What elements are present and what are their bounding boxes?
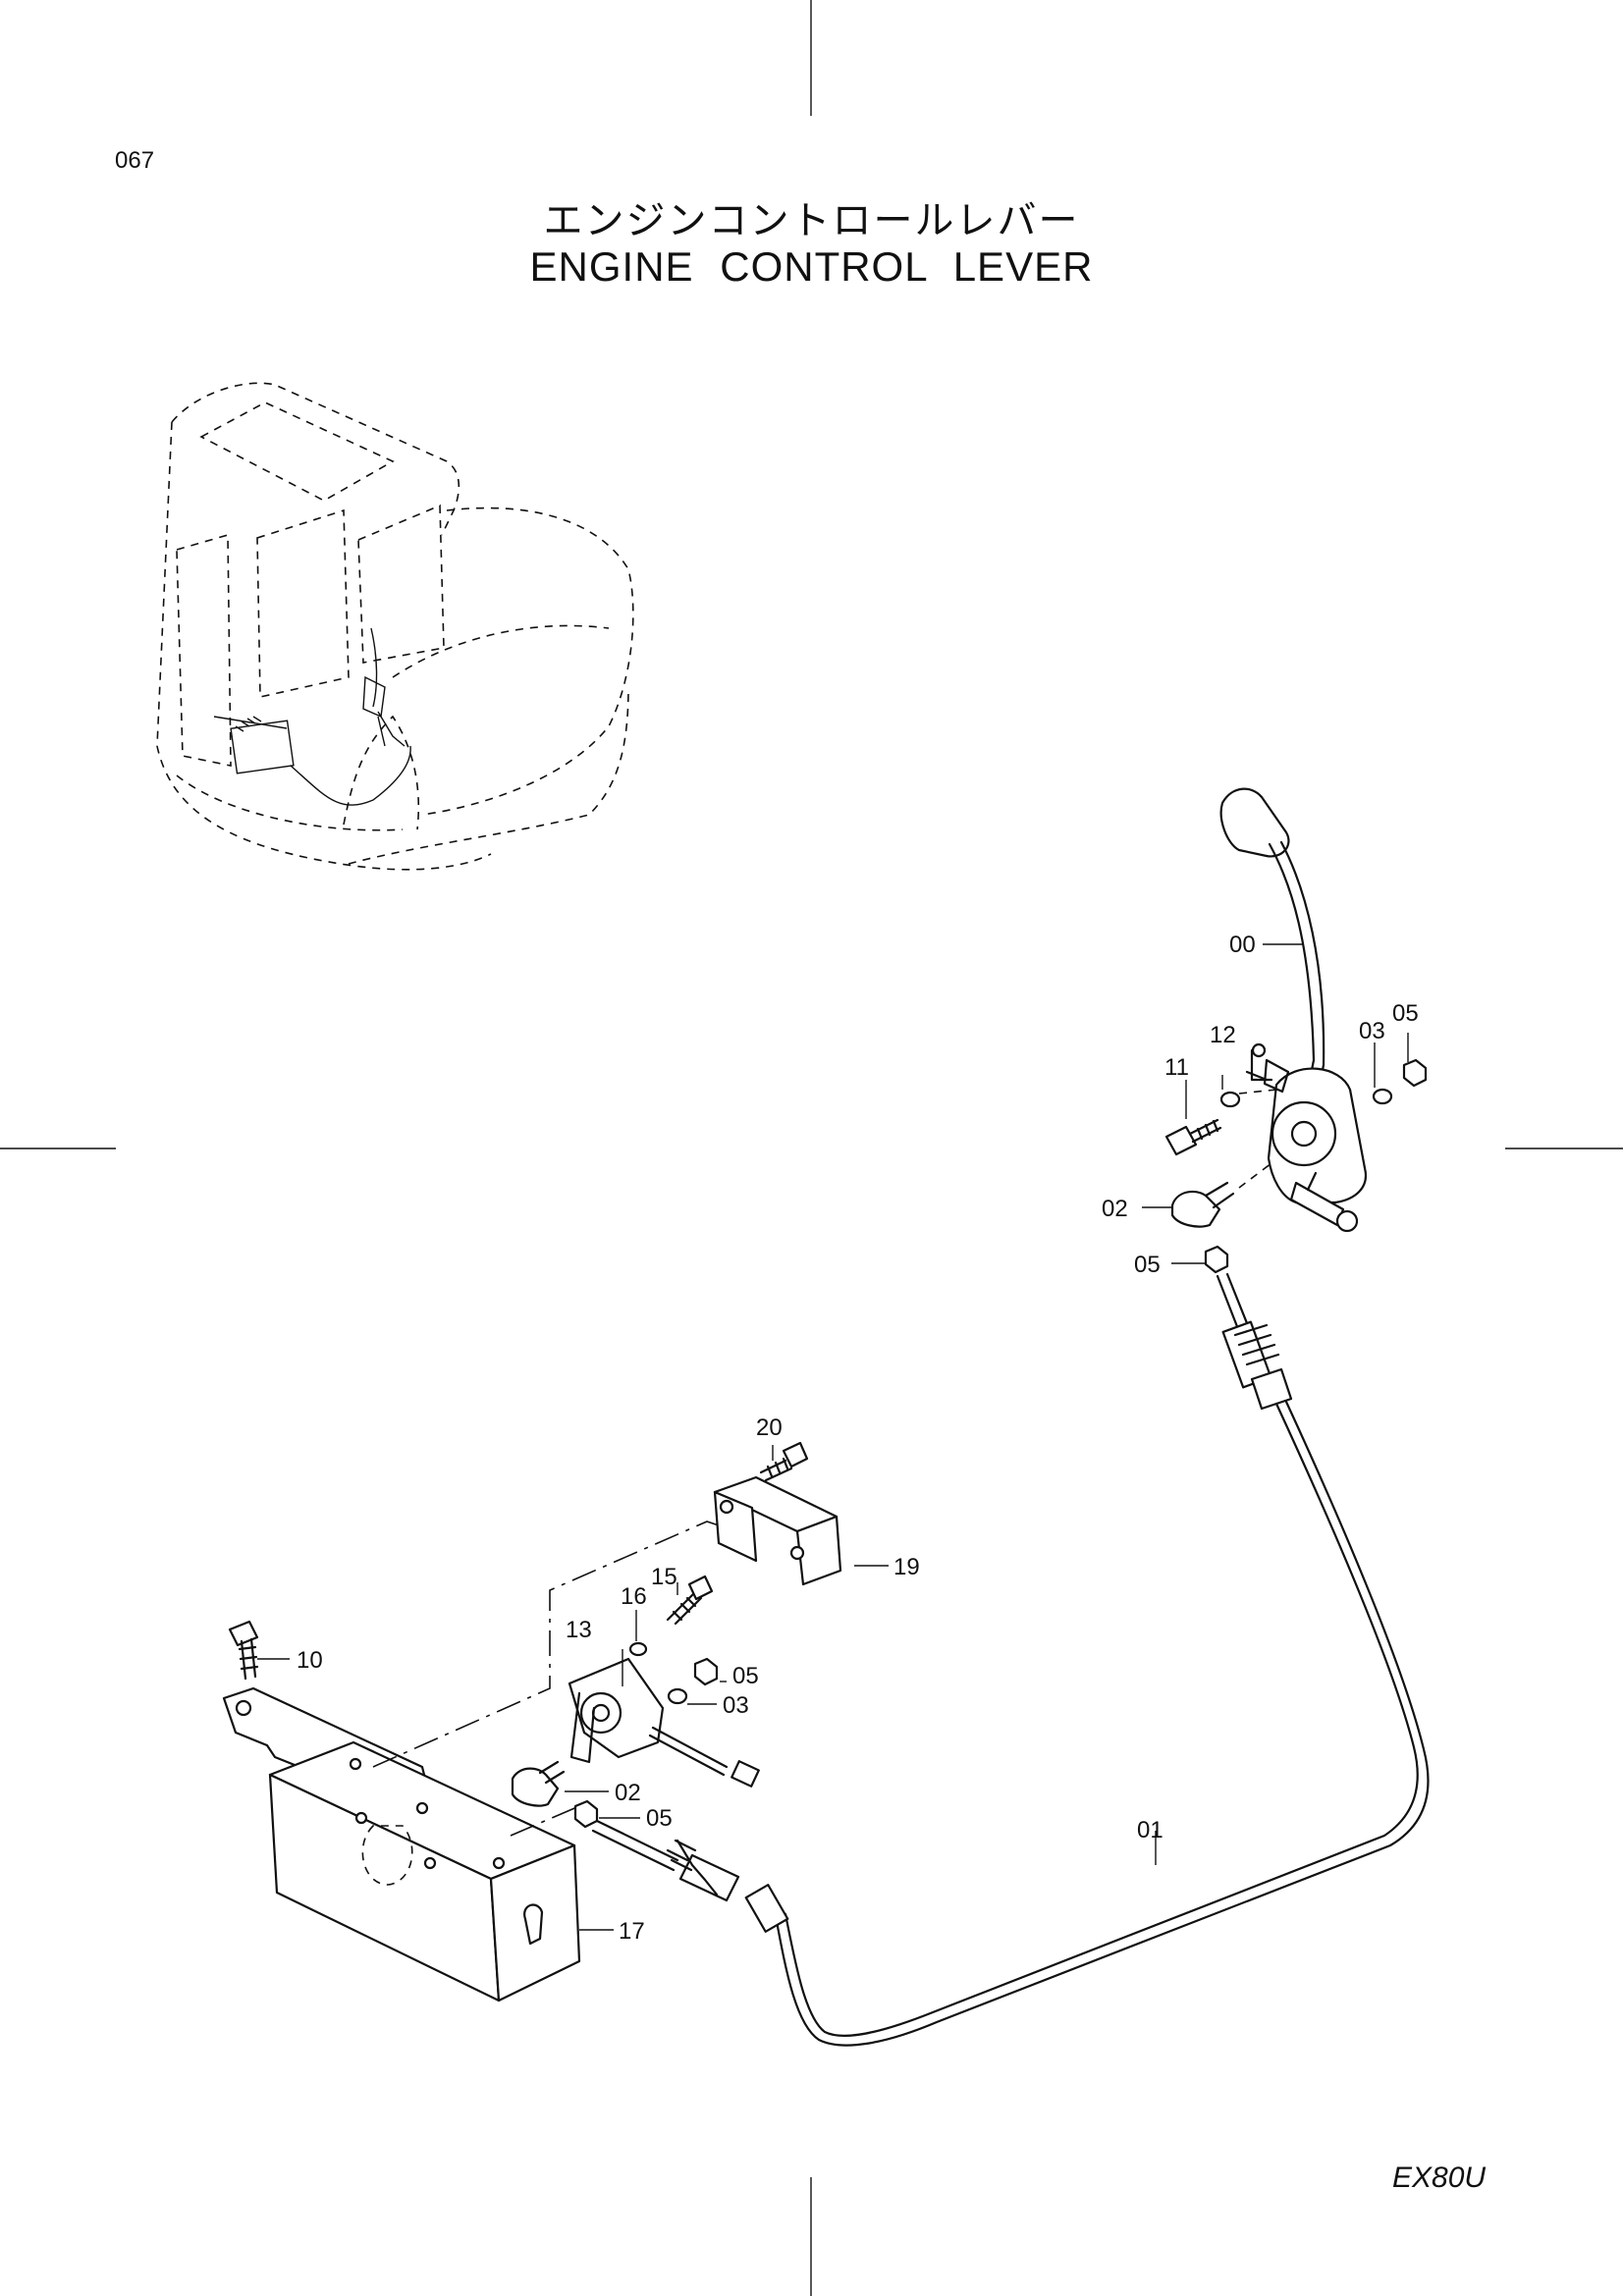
callout-03-top: 03 (1359, 1018, 1385, 1044)
callout-02-top: 02 (1102, 1196, 1128, 1222)
callout-05-bottom-b: 05 (646, 1805, 673, 1832)
callout-12: 12 (1210, 1022, 1236, 1048)
callout-20: 20 (756, 1415, 783, 1441)
callout-labels: 00 01 02 02 03 03 05 05 05 05 10 11 12 1… (297, 932, 1419, 1945)
control-lever-assembly (1164, 787, 1428, 1274)
page-number: 067 (115, 147, 155, 174)
callout-10: 10 (297, 1647, 323, 1674)
callout-05-top-b: 05 (1134, 1252, 1161, 1278)
callout-02-bottom: 02 (615, 1780, 641, 1806)
callout-13: 13 (566, 1617, 592, 1643)
callout-05-bottom-a: 05 (732, 1663, 759, 1689)
callout-11: 11 (1164, 1054, 1189, 1081)
excavator-location-sketch (156, 382, 634, 871)
model-code: EX80U (1392, 2162, 1487, 2194)
leader-lines (257, 943, 1409, 1931)
callout-15: 15 (651, 1564, 677, 1590)
callout-03-bottom: 03 (723, 1692, 749, 1719)
callout-01: 01 (1137, 1817, 1163, 1843)
engine-control-cable (591, 1272, 1430, 2047)
page-title-japanese: エンジンコントロールレバー (543, 199, 1080, 242)
page-title-english: ENGINE CONTROL LEVER (529, 243, 1094, 290)
callout-19: 19 (893, 1554, 920, 1580)
callout-05-top-a: 05 (1392, 1000, 1419, 1027)
callout-17: 17 (619, 1918, 645, 1945)
callout-16: 16 (621, 1583, 647, 1610)
callout-00: 00 (1229, 932, 1256, 958)
lower-bracket-assembly (222, 1441, 842, 2002)
